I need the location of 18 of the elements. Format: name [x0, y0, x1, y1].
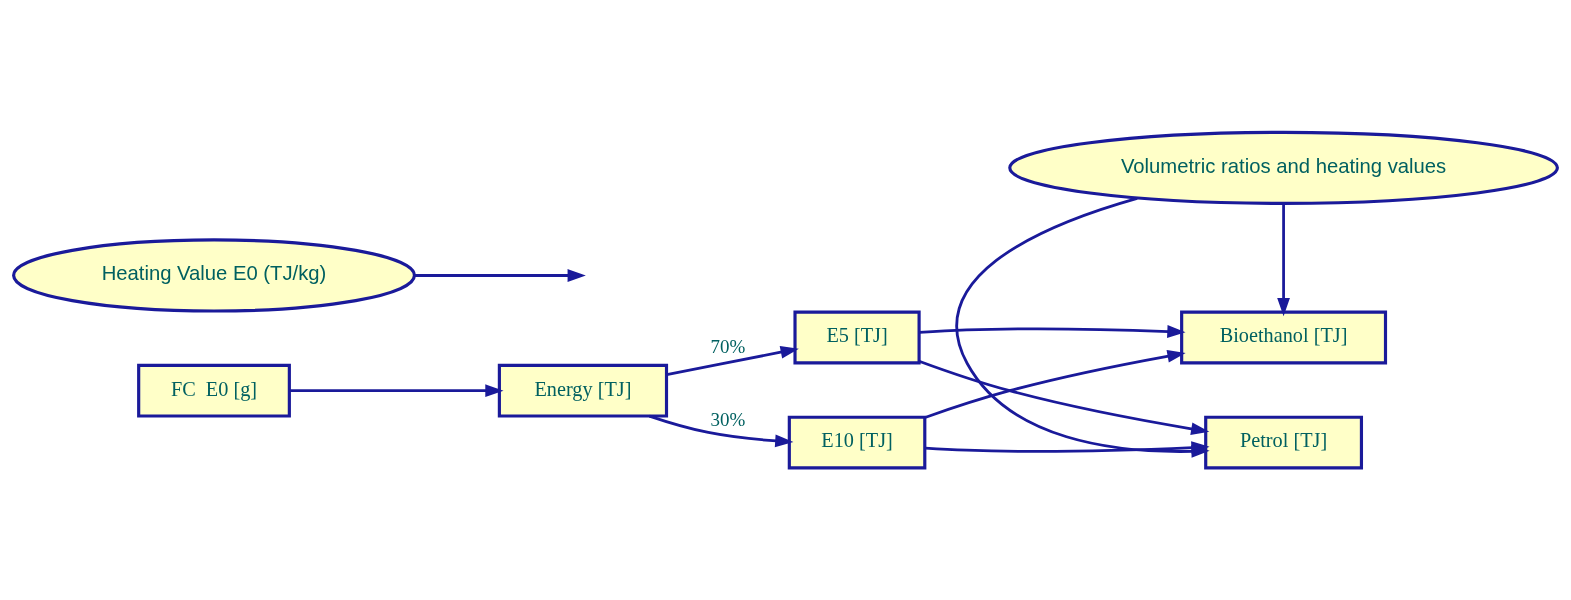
node-ellipse: Heating Value E0 (TJ/kg)	[12, 238, 416, 313]
edge-label: 30%	[710, 409, 746, 431]
arrow	[924, 349, 1186, 419]
node-box: E10 [TJ]	[787, 415, 927, 470]
arrow	[648, 414, 794, 448]
edge-label: 70%	[710, 335, 746, 357]
node-box: E5 [TJ]	[793, 310, 921, 365]
node-box: Energy [TJ]	[497, 363, 669, 418]
arrow	[414, 269, 586, 282]
arrow	[666, 345, 799, 376]
arrow	[919, 325, 1186, 338]
node-box: Petrol [TJ]	[1204, 415, 1364, 470]
arrow	[918, 359, 1210, 436]
arrow	[289, 384, 504, 398]
node-box: Bioethanol [TJ]	[1180, 310, 1388, 365]
arrow	[1277, 203, 1290, 317]
node-ellipse: Volumetric ratios and heating values	[1008, 130, 1559, 205]
node-box: FC E0 [g]	[137, 363, 291, 418]
